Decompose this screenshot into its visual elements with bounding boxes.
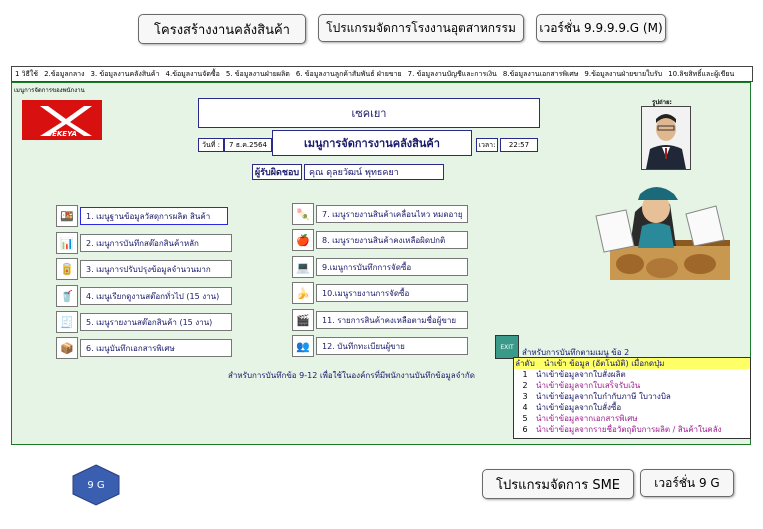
menu-item-6-label[interactable]: 6. เมนูบันทึกเอกสารพิเศษ [80,339,232,357]
menu-help[interactable]: 1 วิธีใช้ [15,69,39,78]
module-title: เมนูการจัดการงานคลังสินค้า [272,130,472,156]
chart-icon: 📊 [56,232,78,254]
import-item-number: 6 [522,425,528,434]
menu-item-6[interactable]: 📦 6. เมนูบันทึกเอกสารพิเศษ [56,337,232,359]
import-item-label[interactable]: นำเข้าข้อมูลจากใบเสร็จรับเงิน [536,381,641,390]
people-icon: 👥 [292,335,314,357]
menu-item-12[interactable]: 👥 12. บันทึกทะเบียนผู้ขาย [292,335,468,357]
import-panel: ลำดับ นำเข้า ข้อมูล (อัตโนมัติ) เมื่อกดป… [513,357,751,439]
import-item-1[interactable]: 1 นำเข้าข้อมูลจากใบสั่งผลิต [514,369,750,380]
menu-item-7-label[interactable]: 7. เมนูรายงานสินค้าเคลื่อนไหว หมดอายุ [316,205,468,223]
menu-special-docs[interactable]: 8.ข้อมูลงานเอกสารพิเศษ [502,69,579,78]
menu-item-5[interactable]: 🧾 5. เมนูรายงานสต๊อกสินค้า (15 งาน) [56,311,232,333]
menu-item-1[interactable]: 🍱 1. เมนูฐานข้อมูลวัสดุการผลิต สินค้า [56,205,228,227]
owner-label: ผู้รับผิดชอบ [252,164,302,180]
import-item-3[interactable]: 3 นำเข้าข้อมูลจากใบกำกับภาษี ใบวางบิล [514,391,750,402]
hexagon-icon [72,464,120,506]
menu-warehouse[interactable]: 3. ข้อมูลงานคลังสินค้า [90,69,160,78]
import-item-number: 1 [522,370,528,379]
apple-icon: 🍎 [292,229,314,251]
photo-label: รูปถ่าย: [652,99,672,106]
import-item-2[interactable]: 2 นำเข้าข้อมูลจากใบเสร็จรับเงิน [514,380,750,391]
menu-item-8[interactable]: 🍎 8. เมนูรายงานสินค้าคงเหลือผิดปกติ [292,229,468,251]
menu-item-2-label[interactable]: 2. เมนูการบันทึกสต๊อกสินค้าหลัก [80,234,232,252]
form-title: เมนูการจัดการของพนักงาน [14,87,85,94]
main-menubar: 1 วิธีใช้ 2.ข้อมูลกลาง 3. ข้อมูลงานคลังส… [11,66,753,82]
version-badge-text: 9 G [87,479,105,491]
package-icon: 📦 [56,337,78,359]
import-item-number: 3 [522,392,528,401]
footer-version-button[interactable]: เวอร์ชั่น 9 G [640,469,734,497]
menu-item-7[interactable]: 🍡 7. เมนูรายงานสินค้าเคลื่อนไหว หมดอายุ [292,203,468,225]
program-title-button[interactable]: โปรแกรมจัดการโรงงานอุตสาหกรรม [318,14,524,42]
menu-item-11[interactable]: 🎬 11. รายการสินค้าคงเหลือตามชื่อผู้ขาย [292,309,468,331]
banana-icon: 🍌 [292,282,314,304]
company-logo: SEKEYA [22,100,102,140]
time-label: เวลา: [476,138,498,152]
menu-item-9[interactable]: 💻 9.เมนูการบันทึกการจัดซื้อ [292,256,468,278]
import-col-seq: ลำดับ [515,359,535,368]
staff-photo [641,106,691,170]
menu-item-9-label[interactable]: 9.เมนูการบันทึกการจัดซื้อ [316,258,468,276]
menu-crm-sales[interactable]: 6. ข้อมูลงานลูกค้าสัมพันธ์ ฝ่ายขาย [295,69,402,78]
menu-item-11-label[interactable]: 11. รายการสินค้าคงเหลือตามชื่อผู้ขาย [316,311,468,329]
structure-title-button[interactable]: โครงสร้างงานคลังสินค้า [138,14,306,44]
company-name: เซคเยา [198,98,540,128]
menu-item-1-label[interactable]: 1. เมนูฐานข้อมูลวัสดุการผลิต สินค้า [80,207,228,225]
logo-text: SEKEYA [47,130,77,138]
clerk-clipart-icon [595,187,730,280]
version-badge: 9 G [72,464,120,506]
import-item-label[interactable]: นำเข้าข้อมูลจากรายชื่อวัตถุดิบการผลิต / … [536,425,722,434]
import-title: สำหรับการบันทึกตามเมนู ข้อ 2 [522,348,630,357]
import-item-number: 5 [522,414,528,423]
receipt-icon: 🧾 [56,311,78,333]
can-icon: 🥫 [56,258,78,280]
menu-purchasing[interactable]: 4.ข้อมูลงานจัดซื้อ [165,69,220,78]
import-item-label[interactable]: นำเข้าข้อมูลจากใบกำกับภาษี ใบวางบิล [536,392,671,401]
menu-accounting[interactable]: 7. ข้อมูลงานบัญชีและการเงิน [407,69,497,78]
drink-icon: 🥤 [56,285,78,307]
computer-icon: 💻 [292,256,314,278]
skewer-icon: 🍡 [292,203,314,225]
menu-sales-receipt[interactable]: 9.ข้อมูลงานฝ่ายขายใบรับ [584,69,663,78]
menu-item-2[interactable]: 📊 2. เมนูการบันทึกสต๊อกสินค้าหลัก [56,232,232,254]
menu-production[interactable]: 5. ข้อมูลงานฝ่ายผลิต [225,69,290,78]
menu-item-3-label[interactable]: 3. เมนูการปรับปรุงข้อมูลจำนวนมาก [80,260,232,278]
import-item-6[interactable]: 6 นำเข้าข้อมูลจากรายชื่อวัตถุดิบการผลิต … [514,424,750,435]
import-item-number: 4 [522,403,528,412]
import-item-4[interactable]: 4 นำเข้าข้อมูลจากใบสั่งซื้อ [514,402,750,413]
menu-item-4-label[interactable]: 4. เมนูเรียกดูงานสต๊อกทั่วไป (15 งาน) [80,287,232,305]
sme-program-button[interactable]: โปรแกรมจัดการ SME [482,469,634,499]
time-value: 22:57 [500,138,538,152]
menu-central-data[interactable]: 2.ข้อมูลกลาง [44,69,85,78]
import-item-label[interactable]: นำเข้าข้อมูลจากเอกสารพิเศษ [536,414,638,423]
date-label: วันที่ : [198,138,224,152]
exit-button[interactable]: EXIT [495,335,519,359]
import-col-desc: นำเข้า ข้อมูล (อัตโนมัติ) เมื่อกดปุ่ม [544,359,665,368]
import-header: ลำดับ นำเข้า ข้อมูล (อัตโนมัติ) เมื่อกดป… [514,358,750,369]
version-button[interactable]: เวอร์ชั่น 9.9.9.9.G (M) [536,14,666,42]
food-box-icon: 🍱 [56,205,78,227]
date-value: 7 ธ.ค.2564 [224,138,272,152]
menu-item-10[interactable]: 🍌 10.เมนูรายงานการจัดซื้อ [292,282,468,304]
film-icon: 🎬 [292,309,314,331]
owner-value: คุณ ดุลยวัฒน์ พุทธคยา [304,164,444,180]
import-item-5[interactable]: 5 นำเข้าข้อมูลจากเอกสารพิเศษ [514,413,750,424]
menu-copyright[interactable]: 10.ลิขสิทธิ์และผู้เขียน [668,69,735,78]
menu-item-4[interactable]: 🥤 4. เมนูเรียกดูงานสต๊อกทั่วไป (15 งาน) [56,285,232,307]
note-text: สำหรับการบันทึกข้อ 9-12 เพื่อใช้ในองค์กร… [228,371,475,380]
menu-item-8-label[interactable]: 8. เมนูรายงานสินค้าคงเหลือผิดปกติ [316,231,468,249]
menu-item-10-label[interactable]: 10.เมนูรายงานการจัดซื้อ [316,284,468,302]
menu-item-12-label[interactable]: 12. บันทึกทะเบียนผู้ขาย [316,337,468,355]
import-item-number: 2 [522,381,528,390]
menu-item-3[interactable]: 🥫 3. เมนูการปรับปรุงข้อมูลจำนวนมาก [56,258,232,280]
logo-x-icon [40,106,92,136]
import-item-label[interactable]: นำเข้าข้อมูลจากใบสั่งซื้อ [536,403,622,412]
import-item-label[interactable]: นำเข้าข้อมูลจากใบสั่งผลิต [536,370,626,379]
person-avatar-icon [642,107,690,169]
menu-item-5-label[interactable]: 5. เมนูรายงานสต๊อกสินค้า (15 งาน) [80,313,232,331]
